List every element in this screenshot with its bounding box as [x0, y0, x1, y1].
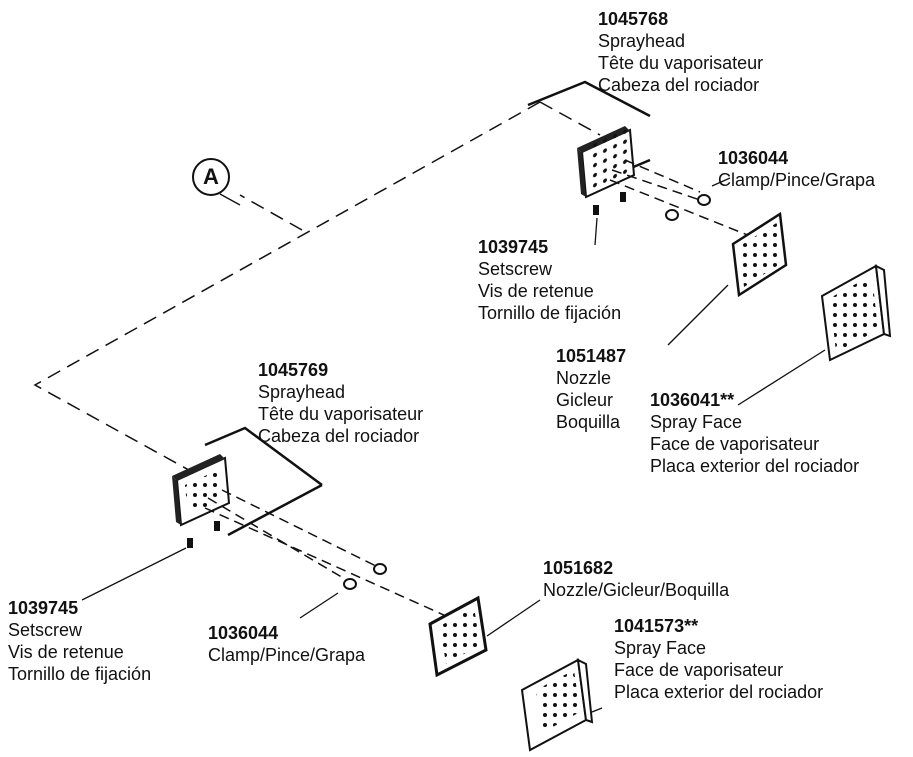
upper-spray-face — [820, 264, 892, 362]
label-clamp-upper: 1036044 Clamp/Pince/Grapa — [718, 147, 875, 191]
lower-nozzle-plate — [428, 595, 488, 678]
upper-clamps — [665, 194, 711, 221]
label-clamp-lower: 1036044 Clamp/Pince/Grapa — [208, 622, 365, 666]
part-number: 1039745 — [8, 598, 79, 618]
lower-clamps — [343, 563, 387, 590]
part-name-fr: Face de vaporisateur — [650, 434, 820, 454]
part-name-fr: Gicleur — [556, 390, 614, 410]
part-name-en: Setscrew — [8, 620, 83, 640]
part-name-fr: Vis de retenue — [8, 642, 124, 662]
label-setscrew-lower: 1039745 Setscrew Vis de retenue Tornillo… — [8, 597, 151, 685]
part-name-fr: Tête du vaporisateur — [258, 404, 424, 424]
lower-spray-face — [520, 658, 594, 752]
part-name: Clamp/Pince/Grapa — [208, 645, 366, 665]
part-name-es: Boquilla — [556, 412, 621, 432]
part-name-es: Tornillo de fijación — [8, 664, 152, 684]
part-name-en: Nozzle — [556, 368, 612, 388]
callout-A: A — [192, 158, 230, 196]
part-name-es: Cabeza del rociador — [598, 75, 760, 95]
lower-dashed-axes — [204, 489, 456, 621]
part-name-fr: Face de vaporisateur — [614, 660, 784, 680]
part-name-es: Placa exterior del rociador — [614, 682, 824, 702]
upper-setscrews — [593, 192, 626, 215]
part-number: 1045769 — [258, 360, 329, 380]
part-name-en: Sprayhead — [258, 382, 346, 402]
part-number: 1036044 — [718, 148, 789, 168]
label-sprayface-lower: 1041573** Spray Face Face de vaporisateu… — [614, 615, 823, 703]
outline-dashed-top — [539, 101, 601, 136]
part-name-en: Spray Face — [650, 412, 743, 432]
label-sprayface-upper: 1036041** Spray Face Face de vaporisateu… — [650, 389, 859, 477]
label-setscrew-upper: 1039745 Setscrew Vis de retenue Tornillo… — [478, 236, 621, 324]
part-name-en: Setscrew — [478, 259, 553, 279]
lower-setscrews — [187, 521, 220, 548]
part-name-en: Sprayhead — [598, 31, 686, 51]
part-number: 1036041** — [650, 390, 735, 410]
part-number: 1041573** — [614, 616, 699, 636]
part-number: 1045768 — [598, 9, 669, 29]
upper-sprayhead-body — [577, 125, 636, 199]
label-sprayhead-lower: 1045769 Sprayhead Tête du vaporisateur C… — [258, 359, 423, 447]
lower-wall-bracket — [204, 426, 323, 537]
part-name-fr: Tête du vaporisateur — [598, 53, 764, 73]
lower-sprayhead-body — [172, 454, 231, 527]
part-name-en: Spray Face — [614, 638, 707, 658]
part-name: Nozzle/Gicleur/Boquilla — [543, 580, 730, 600]
upper-dashed-axes — [609, 159, 761, 241]
part-name-es: Tornillo de fijación — [478, 303, 622, 323]
part-name-es: Placa exterior del rociador — [650, 456, 860, 476]
part-name: Clamp/Pince/Grapa — [718, 170, 876, 190]
part-name-fr: Vis de retenue — [478, 281, 594, 301]
part-number: 1039745 — [478, 237, 549, 257]
label-nozzle-lower: 1051682 Nozzle/Gicleur/Boquilla — [543, 557, 729, 601]
part-number: 1036044 — [208, 623, 279, 643]
part-number: 1051682 — [543, 558, 614, 578]
upper-nozzle-plate — [731, 211, 788, 298]
part-name-es: Cabeza del rociador — [258, 426, 420, 446]
label-sprayhead-upper: 1045768 Sprayhead Tête du vaporisateur C… — [598, 8, 763, 96]
part-number: 1051487 — [556, 346, 627, 366]
outline-dashed-A — [33, 101, 541, 491]
leader-lines — [81, 177, 826, 713]
label-nozzle-upper: 1051487 Nozzle Gicleur Boquilla — [556, 345, 626, 433]
